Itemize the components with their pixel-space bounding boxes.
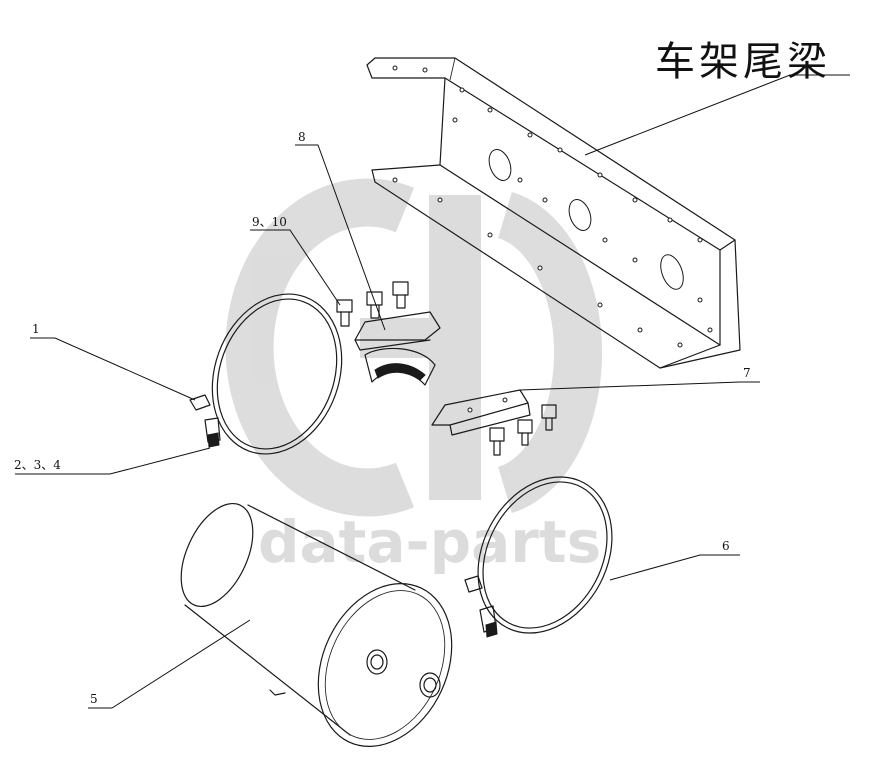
callout-6: 6	[722, 539, 730, 553]
air-tank-5	[180, 502, 453, 747]
callout-9-10: 9、10	[252, 215, 287, 229]
callout-1: 1	[32, 322, 40, 336]
bracket-8	[354, 311, 441, 386]
bracket-7	[431, 389, 557, 456]
strap-1	[189, 293, 343, 455]
watermark-text: data-parts	[258, 508, 601, 576]
callout-5: 5	[90, 692, 98, 706]
crossmember-title: 车架尾梁	[655, 39, 831, 85]
watermark-logo	[225, 178, 603, 517]
frame-rear-crossmember	[366, 57, 741, 369]
strap-6	[464, 476, 613, 638]
callout-2-3-4: 2、3、4	[14, 458, 61, 472]
bolts-9-10	[336, 281, 409, 327]
callout-7: 7	[743, 366, 751, 380]
callout-8: 8	[298, 130, 306, 144]
leader-lines	[15, 74, 850, 709]
